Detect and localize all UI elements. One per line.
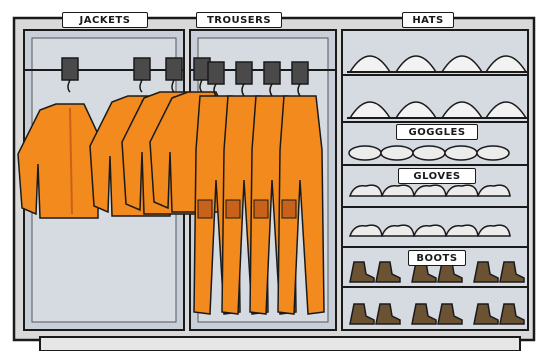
goggles-lens: [477, 146, 509, 160]
trousers-pocket: [226, 200, 240, 218]
hanger-tag: [236, 62, 252, 84]
trousers-pocket: [282, 200, 296, 218]
hanger-tag: [62, 58, 78, 80]
jackets-label: JACKETS: [62, 12, 148, 28]
cabinet-base: [40, 337, 520, 351]
hats-label: HATS: [402, 12, 454, 28]
goggles-5: [477, 146, 509, 160]
hanger-tag: [166, 58, 182, 80]
goggles-lens: [445, 146, 477, 160]
trousers-pocket: [198, 200, 212, 218]
hanger-tag: [292, 62, 308, 84]
goggles-lens: [381, 146, 413, 160]
goggles-3: [413, 146, 445, 160]
hanger-tag: [208, 62, 224, 84]
hanger-tag: [134, 58, 150, 80]
trousers-pocket: [254, 200, 268, 218]
boots-label: BOOTS: [408, 250, 466, 266]
hanger-tag: [264, 62, 280, 84]
goggles-1: [349, 146, 381, 160]
gloves-label: GLOVES: [398, 168, 476, 184]
goggles-label: GOGGLES: [396, 124, 478, 140]
goggles-group: [349, 146, 509, 160]
goggles-4: [445, 146, 477, 160]
goggles-lens: [349, 146, 381, 160]
goggles-lens: [413, 146, 445, 160]
goggles-2: [381, 146, 413, 160]
trousers-label: TROUSERS: [196, 12, 282, 28]
